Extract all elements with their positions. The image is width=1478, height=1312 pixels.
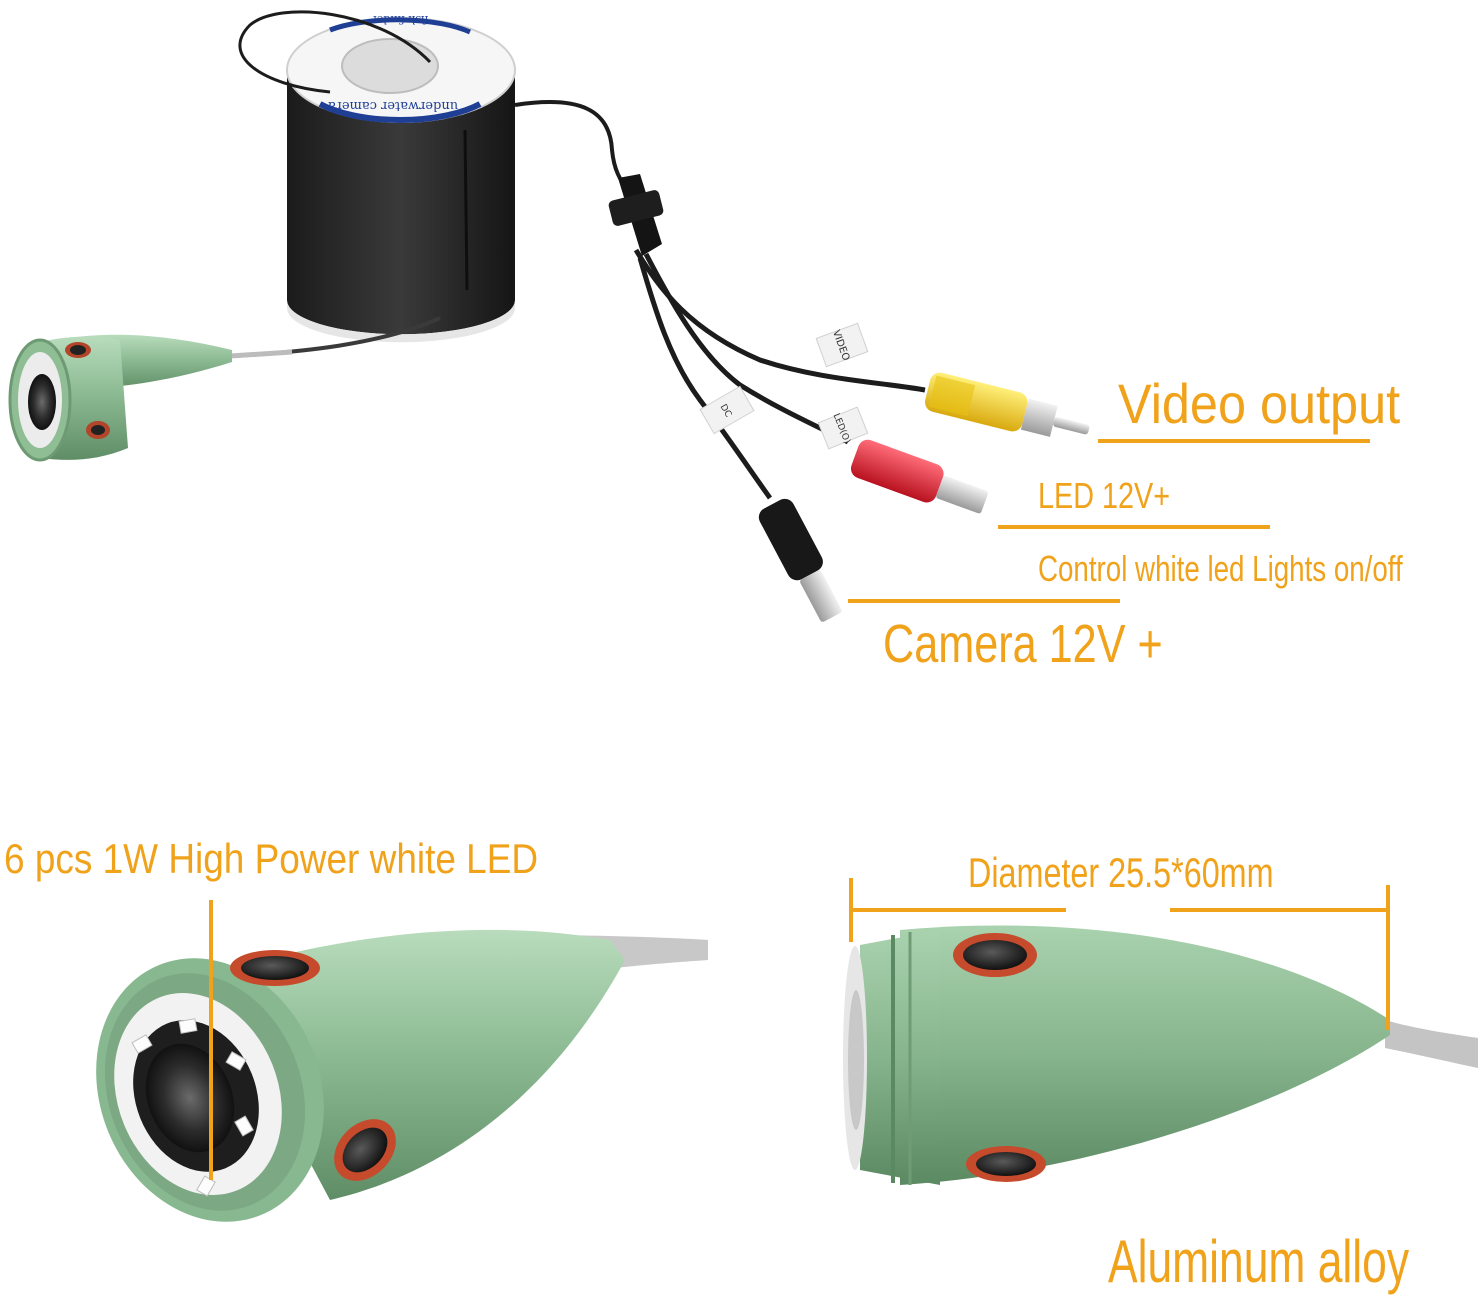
main-cable xyxy=(514,100,630,192)
camera-front-view xyxy=(96,929,708,1222)
annotation-lines xyxy=(209,439,1390,1180)
led-chips xyxy=(131,1018,254,1197)
led-dc-plug xyxy=(850,439,988,514)
spool-cable-loop xyxy=(238,10,432,94)
camera-small xyxy=(8,334,232,462)
spool-label-title: underwater camera xyxy=(328,98,458,113)
spool-label-subtitle: fish finder xyxy=(371,13,429,26)
led-control-label: Control white led Lights on/off xyxy=(1038,548,1403,589)
camera-dc-plug xyxy=(758,498,842,622)
diameter-label: Diameter 25.5*60mm xyxy=(968,849,1274,896)
material-label: Aluminum alloy xyxy=(1108,1228,1410,1295)
camera-side-view xyxy=(843,925,1478,1185)
cable-tag-video: VIDEO xyxy=(815,322,869,368)
camera-12v-label: Camera 12V + xyxy=(883,614,1163,674)
cable-spool: underwater camera fish finder xyxy=(286,13,516,343)
cable-tag-led: LED(O) xyxy=(817,406,869,450)
y-splitter xyxy=(608,174,926,500)
video-rca-plug xyxy=(924,372,1090,437)
led-count-label: 6 pcs 1W High Power white LED xyxy=(4,835,539,882)
video-output-label: Video output xyxy=(1118,372,1401,435)
cable-tag-camera: DC xyxy=(699,385,755,435)
led-12v-label: LED 12V+ xyxy=(1038,475,1171,516)
